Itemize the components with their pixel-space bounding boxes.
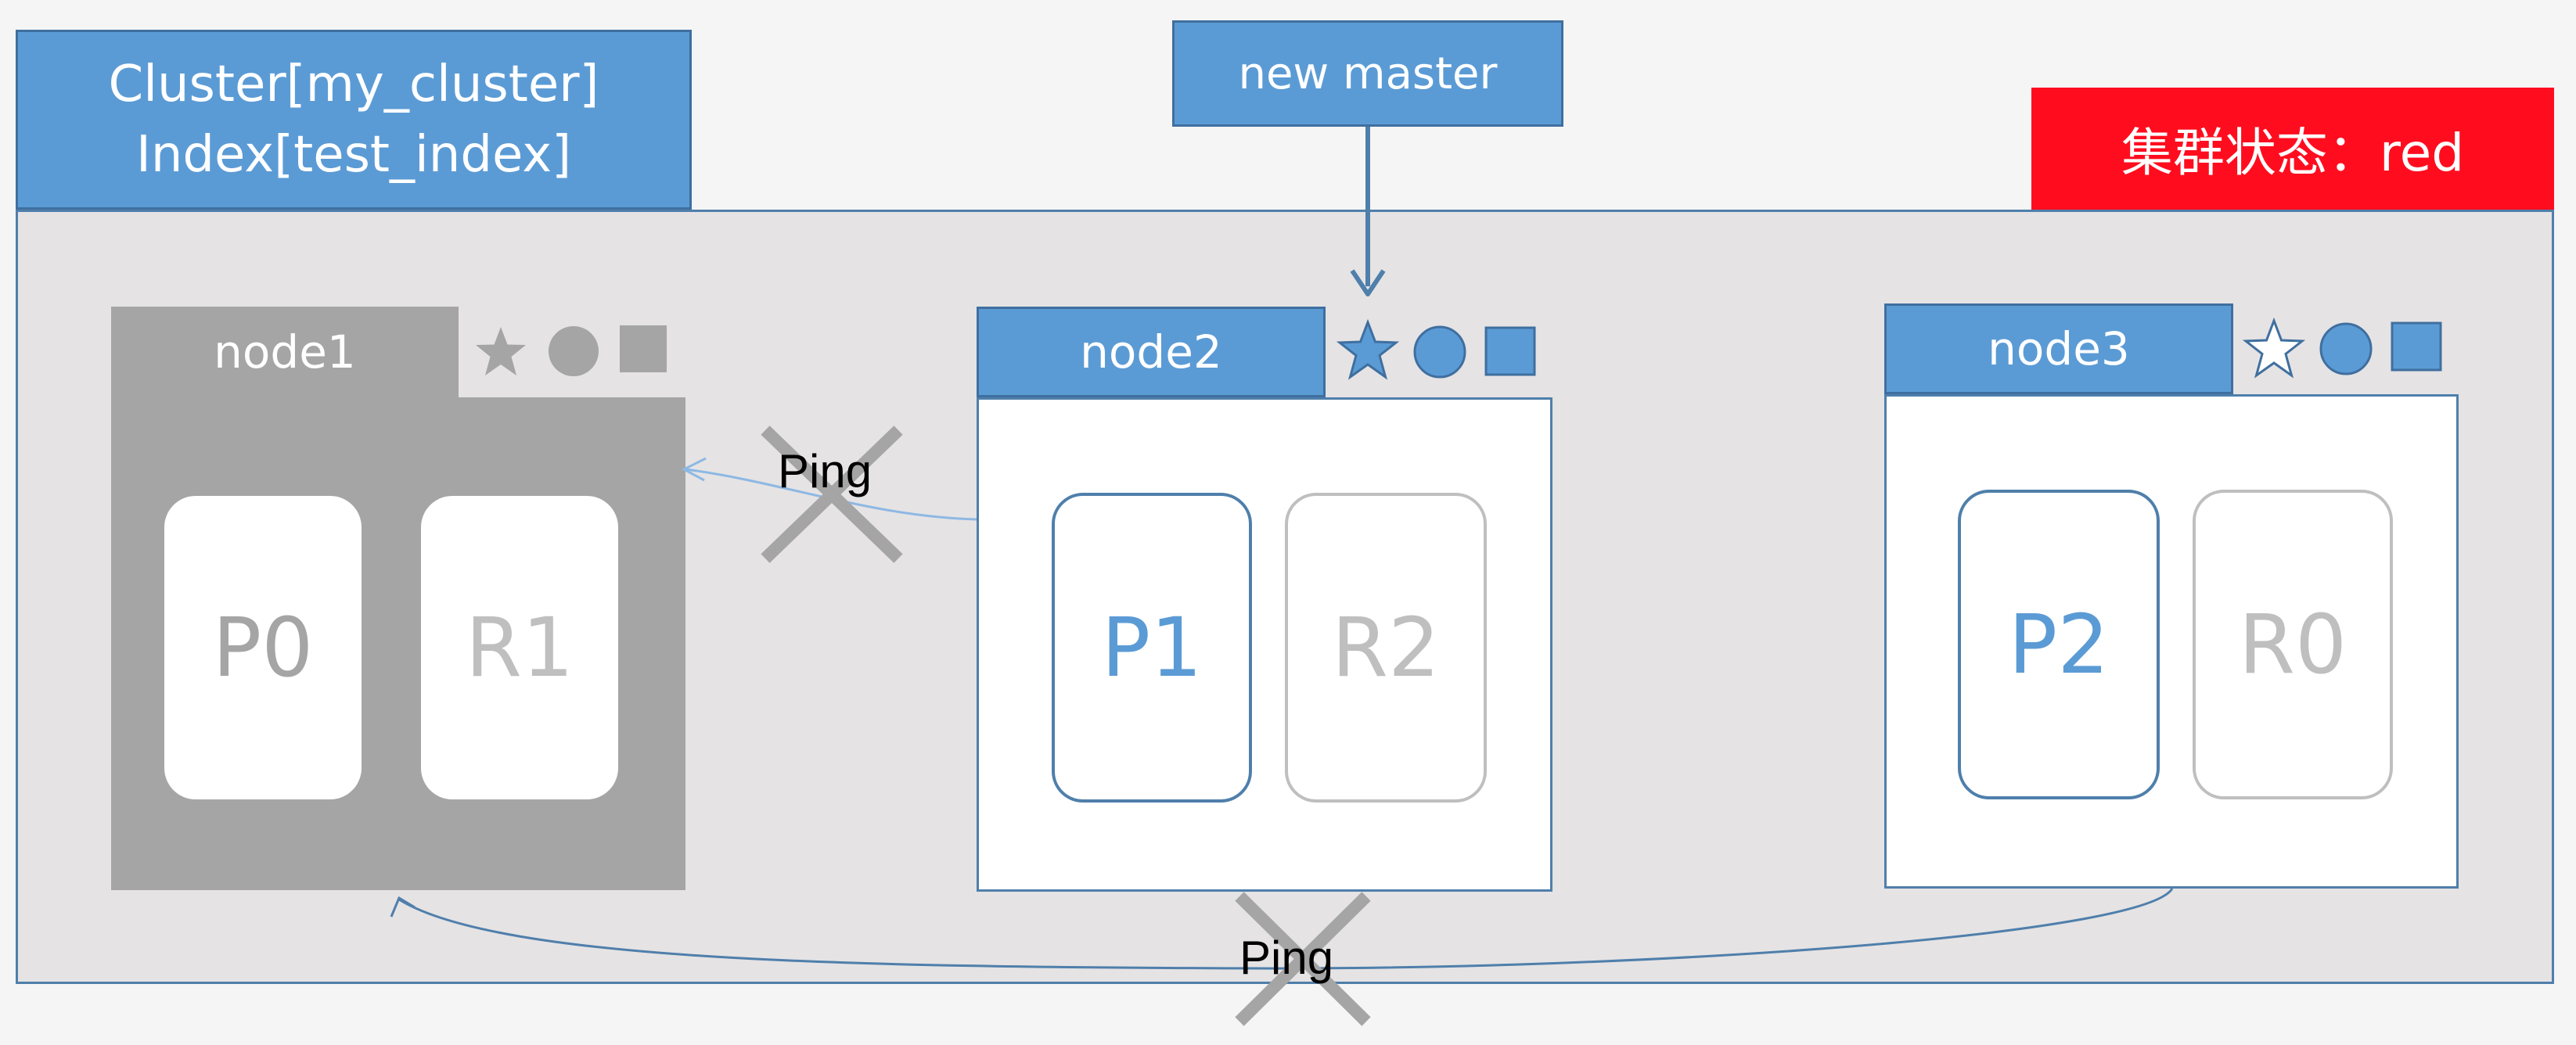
node1-circle-icon (549, 326, 599, 376)
ping-arrow-node1 (681, 457, 707, 482)
node2-shard-replica: R2 (1285, 493, 1487, 803)
ping-failed-cross-top (761, 426, 903, 563)
node3-star-icon (2243, 318, 2305, 379)
cluster-status-badge: 集群状态：red (2031, 88, 2554, 210)
node3-tab: node3 (1884, 303, 2233, 394)
new-master-label: new master (1172, 20, 1563, 127)
node1-tab: node1 (111, 307, 459, 397)
ping-label-bottom: Ping (1239, 932, 1334, 984)
index-name: Index[test_index] (135, 126, 572, 184)
node2-star-icon (1337, 319, 1399, 380)
node2-circle-icon (1413, 325, 1466, 379)
node1-shard-primary: P0 (164, 496, 362, 799)
cluster-title: Cluster[my_cluster] Index[test_index] (16, 30, 692, 210)
node2-square-icon (1484, 326, 1536, 376)
ping-arrow-node1-bottom (390, 896, 416, 918)
node3-shard-replica: R0 (2193, 490, 2393, 799)
ping-label-top: Ping (778, 445, 872, 497)
node2-tab: node2 (977, 307, 1326, 397)
node3-shard-primary: P2 (1958, 490, 2160, 799)
cluster-name: Cluster[my_cluster] (108, 56, 599, 113)
node1-square-icon (620, 325, 667, 372)
new-master-arrow-head (1350, 269, 1386, 296)
ping-failed-cross-bottom (1235, 892, 1371, 1026)
node1-shard-replica: R1 (421, 496, 618, 799)
node2-shard-primary: P1 (1052, 493, 1252, 803)
node3-circle-icon (2319, 322, 2373, 375)
node1-star-icon (476, 327, 526, 375)
ping-line-node3-node1 (398, 888, 2174, 970)
node3-square-icon (2391, 321, 2442, 372)
